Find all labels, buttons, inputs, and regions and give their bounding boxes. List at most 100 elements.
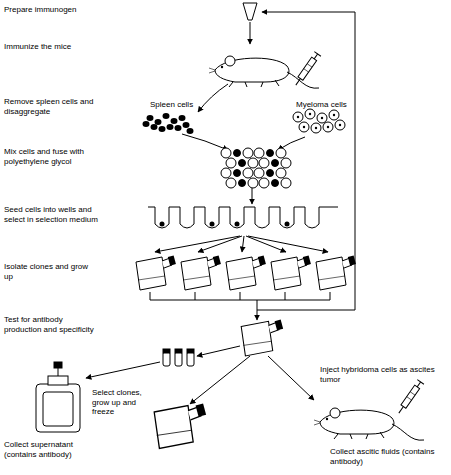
arrow (268, 356, 314, 400)
cell (239, 180, 246, 187)
feedback-line (257, 12, 355, 310)
myeloma-cell (323, 122, 333, 132)
step-label: Collect ascitic fluids (contains antibod… (330, 447, 445, 466)
flask (271, 255, 311, 290)
mouse (314, 408, 424, 440)
flask (136, 255, 176, 290)
spleen-cell (151, 124, 158, 130)
step-label: Immunize the mice (4, 42, 99, 52)
step-label: Remove spleen cells and disaggregate (4, 97, 99, 116)
nucleus (339, 124, 341, 126)
freezer (36, 362, 80, 432)
cell (276, 168, 286, 178)
cell (248, 178, 258, 188)
step-label: Myeloma cells (296, 100, 366, 110)
step-label: Collect supernatant (contains antibody) (4, 440, 104, 459)
flask (226, 255, 266, 290)
step-label: Spleen cells (150, 100, 210, 110)
cell (226, 178, 236, 188)
cell (234, 150, 241, 157)
clone (160, 222, 165, 227)
spleen-cell (187, 128, 194, 134)
step-label: Inject hybridoma cells as ascites tumor (320, 365, 440, 384)
step-label: Select clones, grow up and freeze (92, 388, 160, 417)
cell (234, 170, 241, 177)
myeloma-cell (305, 109, 315, 119)
cell (281, 178, 291, 188)
spleen-cell (183, 122, 190, 128)
clone (210, 222, 215, 227)
step-label: Isolate clones and grow up (4, 262, 99, 281)
cell (221, 168, 231, 178)
spleen-cell (159, 126, 166, 132)
cell (276, 148, 286, 158)
step-label: Seed cells into wells and select in sele… (4, 205, 99, 224)
arrows (155, 236, 328, 252)
wells (148, 207, 338, 228)
myeloma-cell (311, 123, 321, 133)
cell (239, 160, 246, 167)
myeloma-cells (293, 109, 345, 133)
nucleus (333, 114, 335, 116)
cell (281, 158, 291, 168)
myeloma-cell (293, 112, 303, 122)
vials (163, 349, 194, 366)
step-label: Prepare immunogen (4, 5, 99, 15)
cell (272, 160, 279, 167)
merge-line (150, 292, 330, 300)
clone (285, 222, 290, 227)
cell (254, 168, 264, 178)
fused-cells (221, 148, 291, 188)
nucleus (327, 126, 329, 128)
cell (221, 148, 231, 158)
cell (259, 178, 269, 188)
spleen-cell (163, 113, 170, 119)
cell (254, 148, 264, 158)
syringe (293, 52, 321, 88)
spleen-cell (175, 125, 182, 131)
arrow (182, 134, 228, 150)
myeloma-cell (299, 122, 309, 132)
spleen-cell (171, 118, 178, 124)
arrow (250, 22, 251, 44)
well-plate (148, 207, 338, 228)
cell (226, 158, 236, 168)
flask (316, 255, 356, 290)
flask (241, 320, 283, 356)
spleen-cell (179, 115, 186, 121)
step-label: Test for antibody production and specifi… (4, 315, 99, 334)
arrow (190, 356, 250, 404)
cell (267, 150, 274, 157)
nucleus (309, 113, 311, 115)
flask (154, 403, 206, 448)
nucleus (315, 127, 317, 129)
cell (259, 158, 269, 168)
syringe (396, 380, 424, 416)
cell (267, 170, 274, 177)
arrow (198, 84, 228, 112)
flask (181, 255, 221, 290)
nucleus (321, 117, 323, 119)
pipette (243, 3, 257, 20)
step-label: Mix cells and fuse with polyethylene gly… (4, 147, 99, 166)
arrow (257, 300, 258, 320)
spleen-cell (143, 121, 150, 127)
spleen-cell (147, 115, 154, 121)
myeloma-cell (335, 120, 345, 130)
cell (243, 168, 253, 178)
nucleus (297, 116, 299, 118)
cell (243, 148, 253, 158)
spleen-cell (155, 119, 162, 125)
cell (272, 180, 279, 187)
myeloma-cell (329, 110, 339, 120)
myeloma-cell (317, 113, 327, 123)
arrow (86, 362, 160, 378)
nucleus (303, 126, 305, 128)
spleen-cell (167, 124, 174, 130)
cell (248, 158, 258, 168)
spleen-cells (143, 113, 194, 134)
arrow (197, 346, 240, 356)
